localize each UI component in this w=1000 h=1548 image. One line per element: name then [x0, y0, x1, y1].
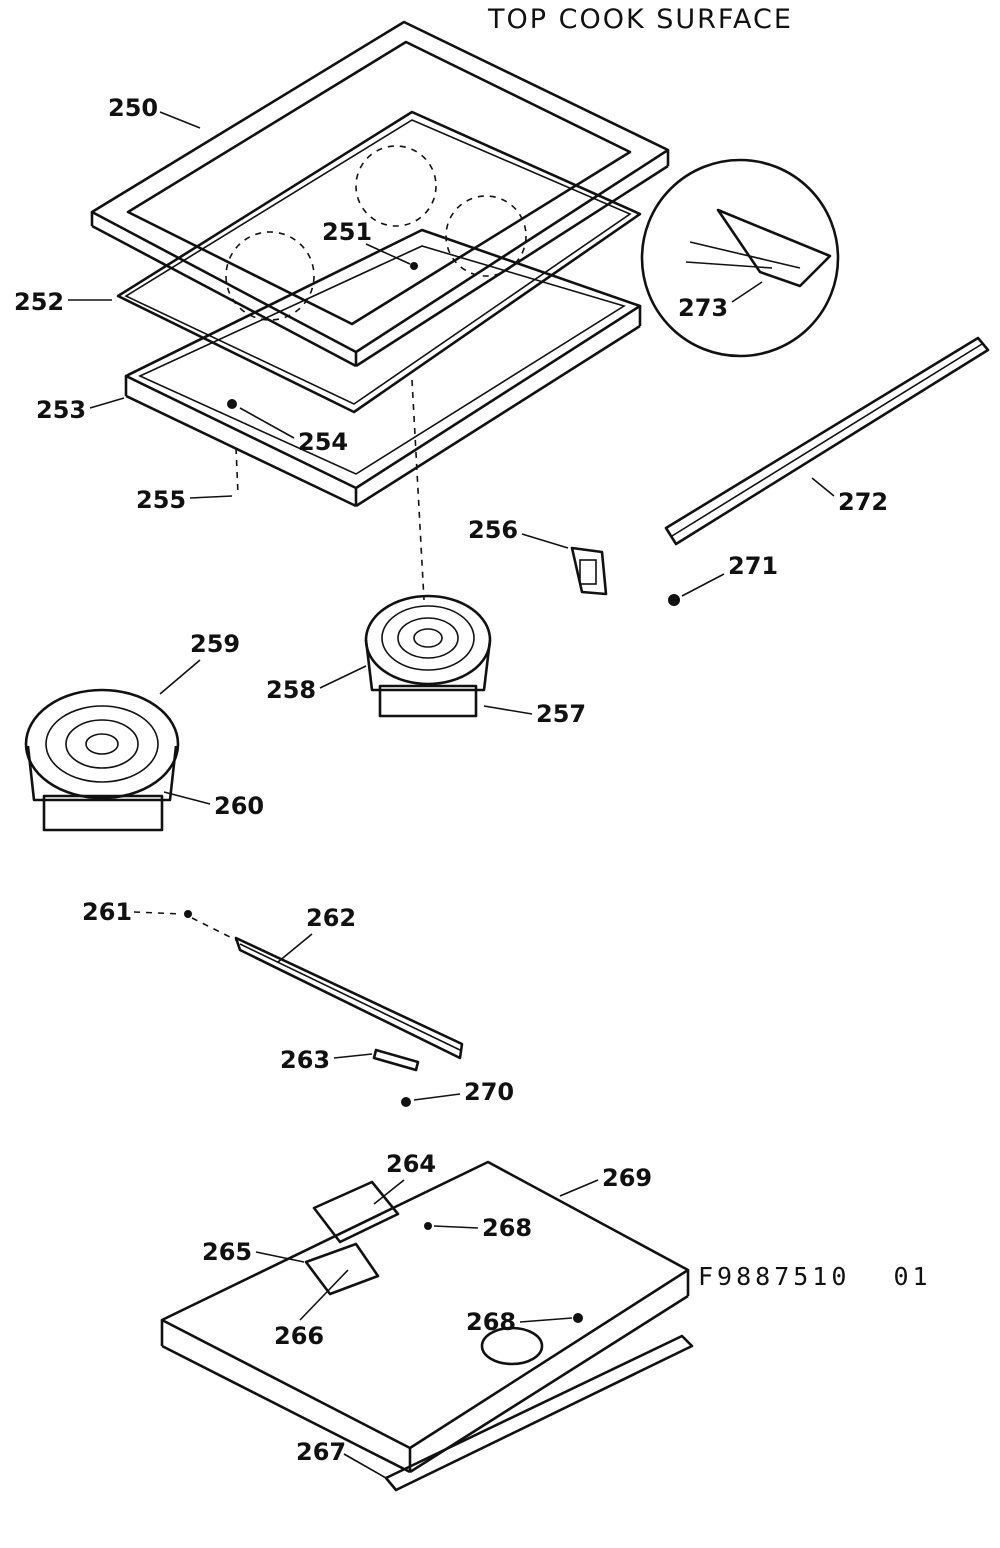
burner-box-269	[160, 1160, 690, 1474]
callout-265: 265	[202, 1238, 252, 1266]
callout-266: 266	[274, 1322, 324, 1350]
diagram-title: TOP COOK SURFACE	[488, 4, 793, 35]
callout-255: 255	[136, 486, 186, 514]
surface-unit-258	[364, 594, 492, 718]
mounting-rail-262	[234, 936, 464, 1060]
drawing-number: F9887510	[698, 1262, 851, 1291]
callout-252: 252	[14, 288, 64, 316]
drip-pan-253	[124, 228, 642, 508]
callout-272: 272	[838, 488, 888, 516]
part-callouts: 250 251 252 253 254 255 256 257 258 259 …	[14, 94, 888, 1479]
callout-268-upper: 268	[482, 1214, 532, 1242]
callout-260: 260	[214, 792, 264, 820]
callout-269: 269	[602, 1164, 652, 1192]
callout-250: 250	[108, 94, 158, 122]
callout-261: 261	[82, 898, 132, 926]
front-strip-267	[384, 1334, 694, 1492]
trim-detail-273	[640, 158, 840, 358]
callout-270: 270	[464, 1078, 514, 1106]
callout-259: 259	[190, 630, 240, 658]
callout-264: 264	[386, 1150, 436, 1178]
callout-253: 253	[36, 396, 86, 424]
callout-271: 271	[728, 552, 778, 580]
surface-unit-259	[24, 688, 180, 832]
callout-257: 257	[536, 700, 586, 728]
drawing-revision: 01	[893, 1262, 932, 1291]
glass-cooktop-252	[116, 110, 642, 414]
callout-263: 263	[280, 1046, 330, 1074]
callout-258: 258	[266, 676, 316, 704]
trim-strip-272	[664, 336, 990, 546]
callout-268-lower: 268	[466, 1308, 516, 1336]
callout-273: 273	[678, 294, 728, 322]
callout-262: 262	[306, 904, 356, 932]
callout-251: 251	[322, 218, 372, 246]
callout-267: 267	[296, 1438, 346, 1466]
drawing-code: F9887510 01	[698, 1262, 932, 1291]
bracket-256	[570, 546, 608, 596]
callout-254: 254	[298, 428, 348, 456]
callout-256: 256	[468, 516, 518, 544]
